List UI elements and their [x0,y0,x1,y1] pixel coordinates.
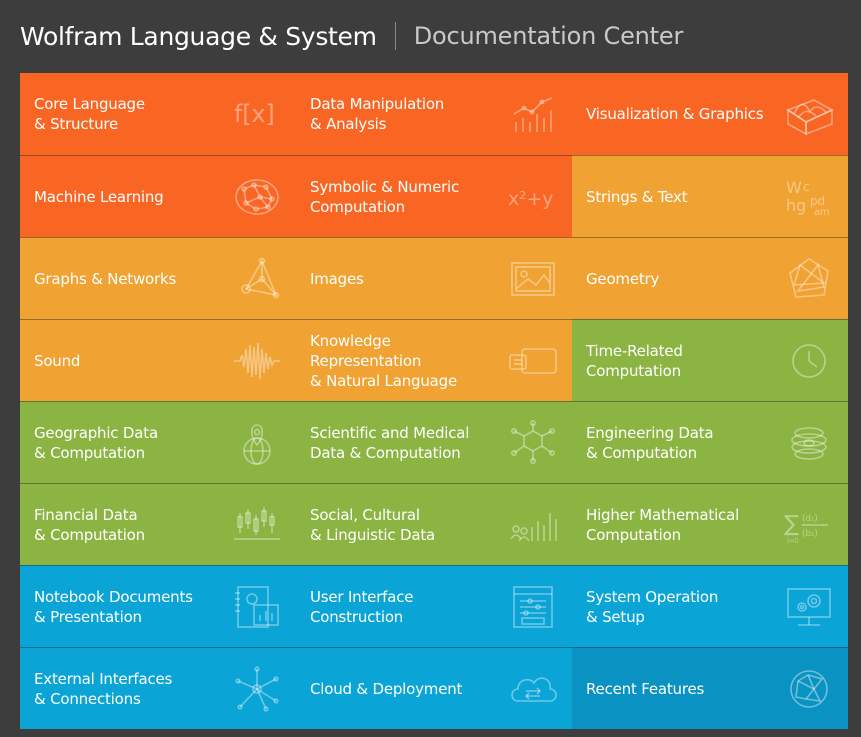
brain-network-icon [232,175,282,219]
tile-recent-features[interactable]: Recent Features [572,647,848,729]
svg-text:hg: hg [786,196,806,215]
tile-machine-learning[interactable]: Machine Learning [20,155,296,237]
svg-text:(b₁): (b₁) [802,529,818,539]
tile-label: Sound [34,351,81,370]
tile-cloud-and-deployment[interactable]: Cloud & Deployment [296,647,572,729]
tile-financial-data-and-computation[interactable]: Financial Data & Computation [20,483,296,565]
ui-window-icon [508,585,558,629]
letters-icon: W c hg pd am [784,175,834,219]
tile-social-cultural-and-linguistic-data[interactable]: Social, Cultural & Linguistic Data [296,483,572,565]
tile-label: Higher Mathematical Computation [586,505,740,544]
notebook-icon [232,585,282,629]
tile-notebook-documents-and-presentation[interactable]: Notebook Documents & Presentation [20,565,296,647]
tile-user-interface-construction[interactable]: User Interface Construction [296,565,572,647]
tile-label: Financial Data & Computation [34,505,145,544]
graph-icon [232,257,282,301]
tile-sound[interactable]: Sound [20,319,296,401]
tile-label: System Operation & Setup [586,587,719,626]
tile-label: Images [310,269,364,288]
trend-chart-icon [508,92,558,136]
svg-text:c: c [803,180,809,194]
tile-label: Scientific and Medical Data & Computatio… [310,423,470,462]
tile-label: Knowledge Representation & Natural Langu… [310,331,457,390]
globe-pin-icon [232,421,282,465]
tile-label: Notebook Documents & Presentation [34,587,193,626]
molecule-icon [508,419,558,465]
category-grid: Core Language & Structure f[x] Data Mani… [20,73,848,729]
tile-images[interactable]: Images [296,237,572,319]
tile-label: Graphs & Networks [34,269,177,288]
people-bars-icon [508,503,558,547]
tile-label: Symbolic & Numeric Computation [310,177,460,216]
hub-icon [232,665,282,712]
spikey-icon [784,667,834,711]
tile-label: Core Language & Structure [34,95,145,133]
tile-label: External Interfaces & Connections [34,669,173,708]
header-divider [394,22,396,50]
coil-icon [784,421,834,465]
tile-graphs-and-networks[interactable]: Graphs & Networks [20,237,296,319]
waveform-icon [232,339,282,383]
image-icon [508,257,558,301]
page-title: Wolfram Language & System [20,21,377,51]
candlestick-icon [232,503,282,547]
svg-text:i=0: i=0 [787,537,799,545]
sum-matrix-icon: ∑ i=0 (d₁) (b₁) [784,503,834,547]
tile-external-interfaces-and-connections[interactable]: External Interfaces & Connections [20,647,296,729]
tile-label: Cloud & Deployment [310,679,463,698]
page-subtitle: Documentation Center [413,22,684,50]
tile-data-manipulation-and-analysis[interactable]: Data Manipulation & Analysis [296,73,572,155]
tile-geometry[interactable]: Geometry [572,237,848,319]
cloud-icon [508,667,558,711]
speech-bubble-icon [508,339,558,383]
svg-text:f[x]: f[x] [234,100,275,128]
polyhedron-icon [784,257,834,301]
tile-symbolic-and-numeric-computation[interactable]: Symbolic & Numeric Computation x²+y [296,155,572,237]
tile-time-related-computation[interactable]: Time-Related Computation [572,319,848,401]
tile-engineering-data-and-computation[interactable]: Engineering Data & Computation [572,401,848,483]
svg-text:pd: pd [810,194,825,208]
tile-label: Engineering Data & Computation [586,423,714,462]
page-header: Wolfram Language & System Documentation … [0,0,861,72]
tile-knowledge-representation-and-natural-language[interactable]: Knowledge Representation & Natural Langu… [296,319,572,401]
tile-label: Data Manipulation & Analysis [310,95,445,133]
tile-core-language-and-structure[interactable]: Core Language & Structure f[x] [20,73,296,155]
tile-label: User Interface Construction [310,587,414,626]
tile-higher-mathematical-computation[interactable]: Higher Mathematical Computation ∑ i=0 (d… [572,483,848,565]
tile-label: Time-Related Computation [586,341,683,380]
tile-system-operation-and-setup[interactable]: System Operation & Setup [572,565,848,647]
x-squared-plus-y-icon: x²+y [508,175,558,219]
tile-scientific-and-medical-data-and-computation[interactable]: Scientific and Medical Data & Computatio… [296,401,572,483]
svg-text:x²+y: x²+y [508,188,553,210]
svg-text:∑: ∑ [784,512,799,537]
svg-text:am: am [814,207,829,218]
tile-geographic-data-and-computation[interactable]: Geographic Data & Computation [20,401,296,483]
svg-text:(d₁): (d₁) [802,514,818,524]
f-of-x-icon: f[x] [232,92,282,136]
tile-label: Social, Cultural & Linguistic Data [310,505,435,544]
3d-plot-icon [784,92,834,136]
monitor-gears-icon [784,585,834,629]
tile-label: Geometry [586,269,660,288]
tile-label: Strings & Text [586,187,688,206]
tile-label: Recent Features [586,679,705,698]
tile-label: Geographic Data & Computation [34,423,158,462]
tile-visualization-and-graphics[interactable]: Visualization & Graphics [572,73,848,155]
tile-strings-and-text[interactable]: Strings & Text W c hg pd am [572,155,848,237]
clock-icon [784,339,834,383]
tile-label: Machine Learning [34,187,164,206]
tile-label: Visualization & Graphics [586,105,764,123]
svg-text:W: W [786,178,802,197]
